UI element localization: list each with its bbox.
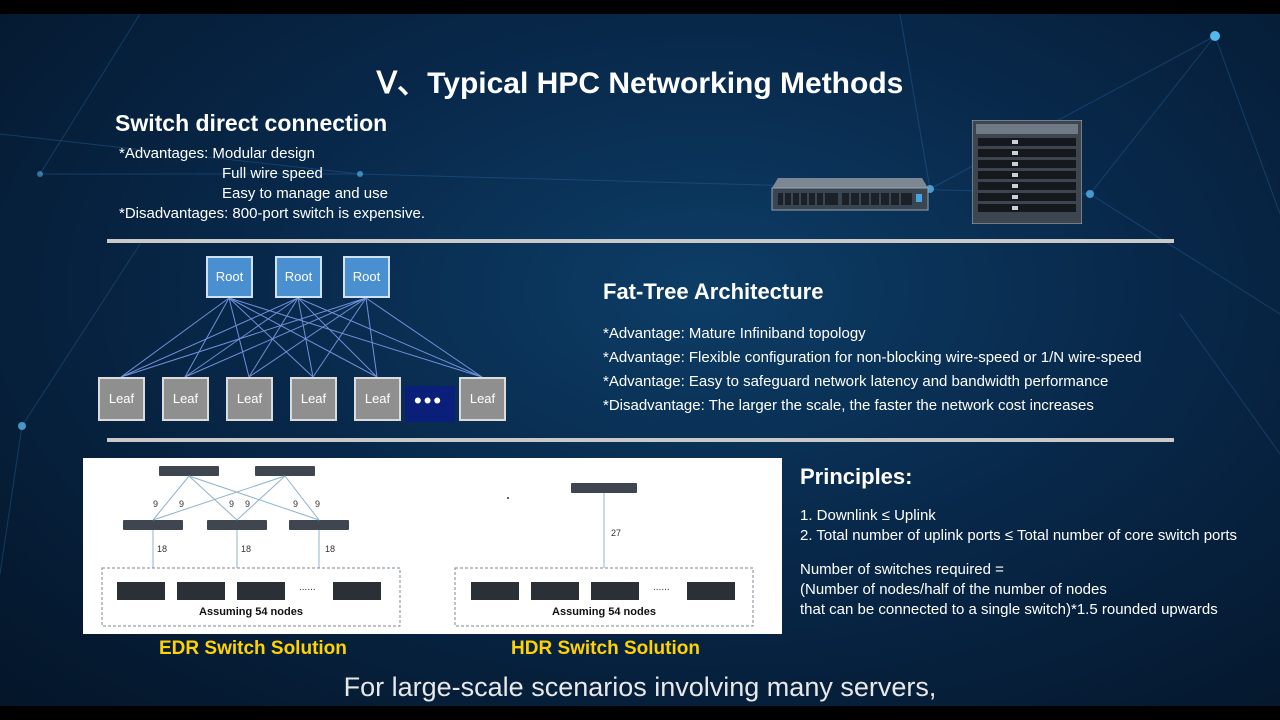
switch-solution-diagram: 9 9 9 9 9 9 18 18 18 27 ...... ...... As… [83, 458, 782, 634]
edr-downlink-count: 18 [157, 544, 168, 554]
root-node: Root [206, 256, 253, 298]
leaf-node: Leaf [162, 377, 209, 421]
hdr-link-count: 27 [611, 528, 622, 538]
formula-line: that can be connected to a single switch… [800, 601, 1218, 618]
network-background [0, 14, 1280, 575]
leaf-ellipsis: ••• [414, 388, 444, 413]
fat-tree-line: *Disadvantage: The larger the scale, the… [603, 397, 1094, 414]
edr-uplink-count: 9 [179, 499, 185, 509]
switch-direct-line: *Advantages: Modular design [119, 145, 315, 162]
formula-line: Number of switches required = [800, 561, 1004, 578]
edr-uplink-count: 9 [245, 499, 251, 509]
leaf-node: Leaf [290, 377, 337, 421]
edr-more-dots: ...... [299, 582, 316, 593]
diagram-graphics [101, 466, 754, 627]
rack-switch-image [771, 178, 929, 211]
fat-tree-line: *Advantage: Mature Infiniband topology [603, 325, 866, 342]
principles-heading: Principles: [800, 464, 913, 489]
edr-downlink-count: 18 [241, 544, 252, 554]
edr-downlink-count: 18 [325, 544, 336, 554]
leaf-node: Leaf [354, 377, 401, 421]
hdr-nodes-note: Assuming 54 nodes [552, 606, 656, 618]
slide-title: Ⅴ、Typical HPC Networking Methods [376, 67, 904, 100]
root-node: Root [343, 256, 390, 298]
switch-direct-line: Easy to manage and use [222, 185, 388, 202]
switch-direct-line: *Disadvantages: 800-port switch is expen… [119, 205, 425, 222]
fat-tree-heading: Fat-Tree Architecture [603, 279, 824, 304]
edr-uplink-count: 9 [293, 499, 299, 509]
video-subtitle: For large-scale scenarios involving many… [343, 672, 937, 702]
hdr-caption: HDR Switch Solution [511, 638, 700, 659]
leaf-node: Leaf [226, 377, 273, 421]
edr-uplink-count: 9 [315, 499, 321, 509]
fat-tree-links [120, 297, 483, 422]
chassis-switch-image [972, 120, 1082, 224]
slide: Ⅴ、Typical HPC Networking Methods Switch … [0, 14, 1280, 706]
principle-rule: 1. Downlink ≤ Uplink [800, 507, 936, 524]
fat-tree-line: *Advantage: Easy to safeguard network la… [603, 373, 1109, 390]
switch-direct-heading: Switch direct connection [115, 110, 388, 136]
principle-rule: 2. Total number of uplink ports ≤ Total … [800, 527, 1238, 544]
fat-tree-line: *Advantage: Flexible configuration for n… [603, 349, 1142, 366]
leaf-node: Leaf [98, 377, 145, 421]
hdr-more-dots: ...... [653, 582, 670, 593]
edr-uplink-count: 9 [153, 499, 159, 509]
formula-line: (Number of nodes/half of the number of n… [800, 581, 1107, 598]
edr-caption: EDR Switch Solution [159, 638, 347, 659]
switch-direct-line: Full wire speed [222, 165, 323, 182]
section-divider [107, 438, 1174, 442]
section-divider [107, 239, 1174, 243]
edr-nodes-note: Assuming 54 nodes [199, 606, 303, 618]
leaf-node: Leaf [459, 377, 506, 421]
edr-uplink-count: 9 [229, 499, 235, 509]
root-node: Root [275, 256, 322, 298]
